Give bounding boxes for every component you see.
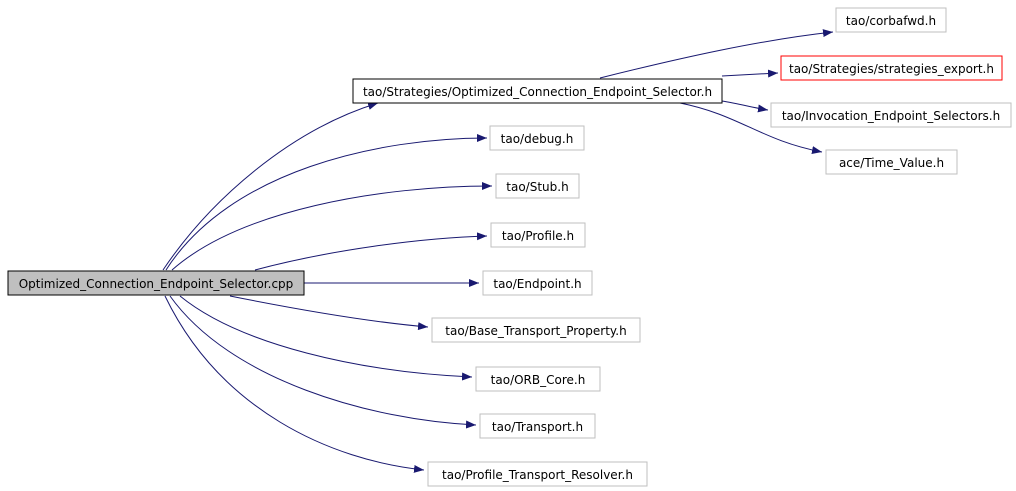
node-debug[interactable]: tao/debug.h <box>489 125 585 151</box>
node-profile-transport-resolver[interactable]: tao/Profile_Transport_Resolver.h <box>427 461 648 487</box>
svg-text:Optimized_Connection_Endpoint_: Optimized_Connection_Endpoint_Selector.c… <box>19 277 294 291</box>
edge-root-to-profile <box>254 232 488 271</box>
svg-text:tao/corbafwd.h: tao/corbafwd.h <box>846 14 936 28</box>
edge-root-to-orb-core <box>179 295 473 381</box>
svg-text:tao/ORB_Core.h: tao/ORB_Core.h <box>491 373 586 387</box>
edge-selector-h-to-invocation-selectors <box>721 100 769 113</box>
nodes: Optimized_Connection_Endpoint_Selector.c… <box>7 7 1012 487</box>
node-endpoint[interactable]: tao/Endpoint.h <box>482 270 593 296</box>
edges <box>162 29 834 473</box>
node-profile[interactable]: tao/Profile.h <box>490 222 586 248</box>
edge-selector-h-to-time-value <box>679 102 823 155</box>
node-corbafwd[interactable]: tao/corbafwd.h <box>835 7 947 33</box>
svg-text:tao/Endpoint.h: tao/Endpoint.h <box>493 277 581 291</box>
node-time-value[interactable]: ace/Time_Value.h <box>825 149 958 175</box>
svg-text:tao/Profile.h: tao/Profile.h <box>502 229 574 243</box>
svg-text:tao/Invocation_Endpoint_Select: tao/Invocation_Endpoint_Selectors.h <box>782 109 1000 123</box>
node-base-transport-property[interactable]: tao/Base_Transport_Property.h <box>431 317 641 343</box>
edge-selector-h-to-strategies-export <box>721 69 779 78</box>
node-strategies-export[interactable]: tao/Strategies/strategies_export.h <box>780 55 1003 81</box>
node-invocation-selectors[interactable]: tao/Invocation_Endpoint_Selectors.h <box>770 102 1012 128</box>
edge-root-to-selector-h <box>162 102 379 271</box>
edge-selector-h-to-corbafwd <box>599 29 834 79</box>
svg-text:tao/Stub.h: tao/Stub.h <box>506 180 568 194</box>
node-transport[interactable]: tao/Transport.h <box>479 413 596 439</box>
node-selector-h[interactable]: tao/Strategies/Optimized_Connection_Endp… <box>352 78 723 104</box>
edge-root-to-transport <box>169 295 477 429</box>
edge-root-to-stub <box>171 182 493 271</box>
svg-text:ace/Time_Value.h: ace/Time_Value.h <box>839 156 944 170</box>
svg-text:tao/Strategies/Optimized_Conne: tao/Strategies/Optimized_Connection_Endp… <box>363 85 712 99</box>
svg-text:tao/Transport.h: tao/Transport.h <box>492 420 583 434</box>
node-orb-core[interactable]: tao/ORB_Core.h <box>475 366 601 392</box>
svg-text:tao/debug.h: tao/debug.h <box>501 132 574 146</box>
edge-root-to-profile-transport-resolver <box>164 295 425 473</box>
svg-text:tao/Base_Transport_Property.h: tao/Base_Transport_Property.h <box>445 324 626 338</box>
node-root[interactable]: Optimized_Connection_Endpoint_Selector.c… <box>7 270 305 296</box>
edge-root-to-base-transport-property <box>229 295 429 331</box>
svg-text:tao/Strategies/strategies_expo: tao/Strategies/strategies_export.h <box>789 62 994 76</box>
edge-root-to-debug <box>165 134 488 271</box>
node-stub[interactable]: tao/Stub.h <box>495 173 580 199</box>
svg-text:tao/Profile_Transport_Resolver: tao/Profile_Transport_Resolver.h <box>442 468 633 482</box>
